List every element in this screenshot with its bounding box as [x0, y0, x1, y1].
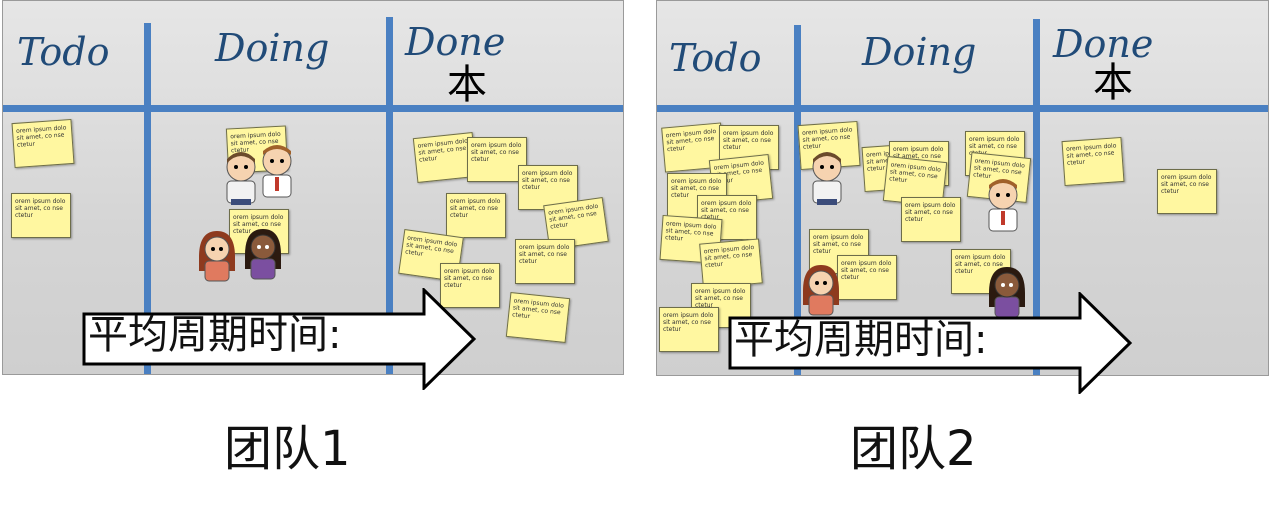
sticky-note: orem ipsum dolo sit amet, co nse ctetur — [505, 291, 571, 344]
column-title-todo: Todo — [669, 36, 762, 80]
cycle-time-arrow — [82, 288, 477, 390]
team-label: 团队1 — [224, 421, 351, 477]
cycle-time-arrow — [728, 292, 1133, 394]
column-title-todo: Todo — [17, 30, 110, 74]
sticky-note: orem ipsum dolo sit amet, co nse ctetur — [901, 197, 961, 242]
sticky-note: orem ipsum dolo sit amet, co nse ctetur — [659, 307, 719, 352]
team-member-avatar — [262, 145, 292, 198]
sticky-note: orem ipsum dolo sit amet, co nse ctetur — [1157, 169, 1217, 214]
sticky-note: orem ipsum dolo sit amet, co nse ctetur — [837, 255, 897, 300]
column-title-done: Done — [405, 20, 506, 64]
header-divider — [3, 105, 623, 112]
sticky-note: orem ipsum dolo sit amet, co nse ctetur — [446, 193, 506, 238]
team-label: 团队2 — [850, 421, 977, 477]
team-member-avatar — [812, 152, 842, 205]
sticky-note: orem ipsum dolo sit amet, co nse ctetur — [467, 137, 527, 182]
sticky-note: orem ipsum dolo sit amet, co nse ctetur — [11, 193, 71, 238]
done-marker: 本 — [447, 62, 487, 108]
cycle-time-label: 平均周期时间: — [88, 312, 342, 358]
cycle-time-label: 平均周期时间: — [734, 317, 988, 363]
column-divider — [1033, 19, 1040, 375]
team-member-avatar — [226, 152, 256, 205]
team-member-avatar — [245, 229, 281, 280]
team-2-panel: Todo Doing Done 本 orem ipsum dolo sit am… — [656, 0, 1269, 473]
column-title-done: Done — [1053, 22, 1154, 66]
header-divider — [657, 105, 1268, 112]
team-member-avatar — [989, 267, 1025, 318]
column-title-doing: Doing — [862, 30, 977, 74]
sticky-note: orem ipsum dolo sit amet, co nse ctetur — [11, 118, 75, 169]
sticky-note: orem ipsum dolo sit amet, co nse ctetur — [699, 238, 763, 289]
team-member-avatar — [199, 231, 235, 282]
team-member-avatar — [803, 265, 839, 316]
done-marker: 本 — [1093, 60, 1133, 106]
sticky-note: orem ipsum dolo sit amet, co nse ctetur — [515, 239, 575, 284]
column-divider — [386, 17, 393, 374]
column-title-doing: Doing — [215, 26, 330, 70]
team-1-panel: Todo Doing Done 本 orem ipsum dolo sit am… — [2, 0, 624, 473]
column-divider — [144, 23, 151, 374]
sticky-note: orem ipsum dolo sit amet, co nse ctetur — [1061, 136, 1125, 187]
sticky-note: orem ipsum dolo sit amet, co nse ctetur — [440, 263, 500, 308]
team-member-avatar — [988, 179, 1018, 232]
kanban-board-team-2: Todo Doing Done 本 orem ipsum dolo sit am… — [656, 0, 1269, 376]
column-divider — [794, 25, 801, 375]
